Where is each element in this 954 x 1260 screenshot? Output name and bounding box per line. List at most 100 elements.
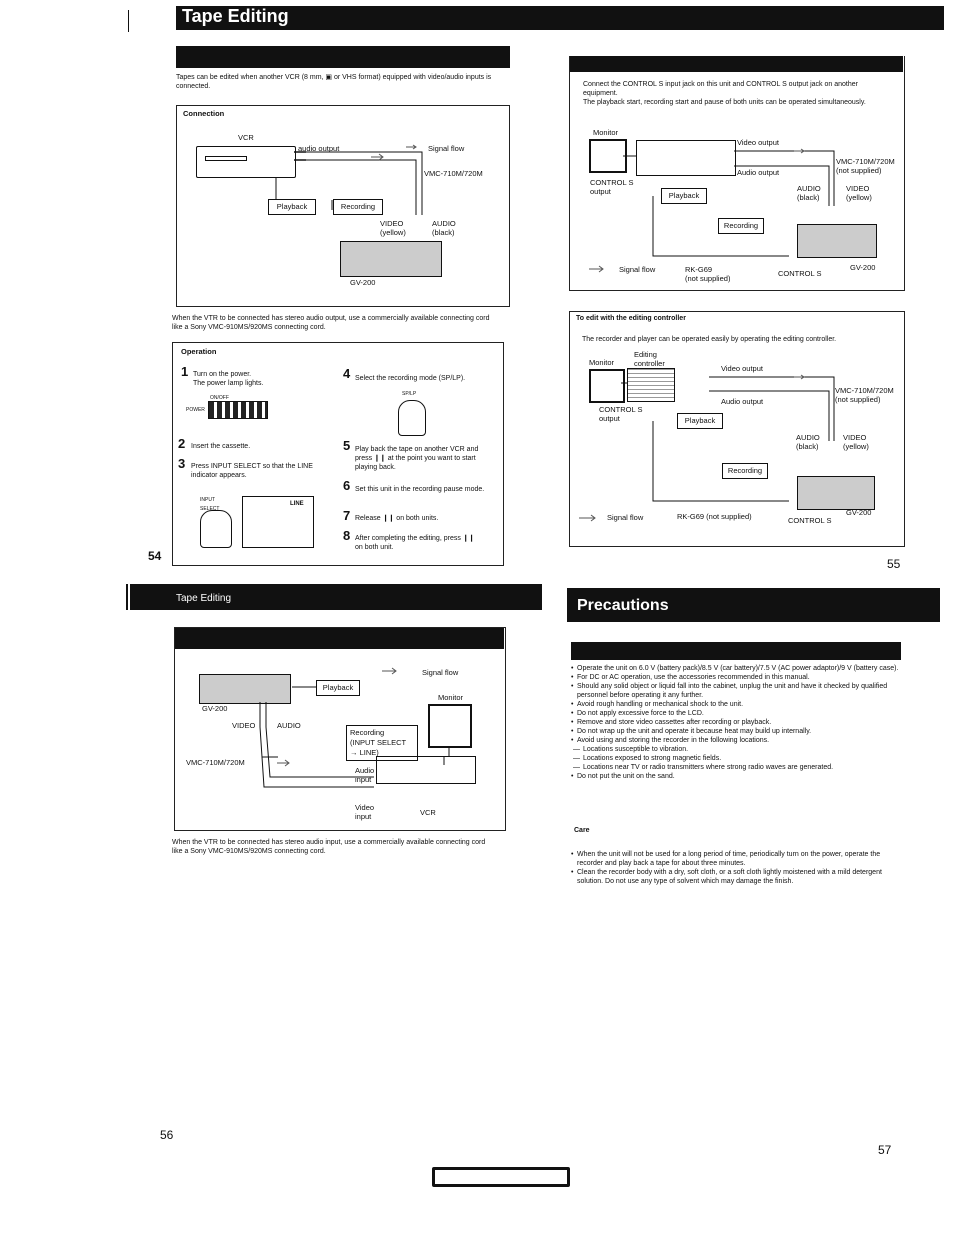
step-4-number: 4 <box>343 366 351 381</box>
power-switch-icon <box>208 401 268 419</box>
page57-header-title: Precautions <box>577 597 669 614</box>
step-7-number: 7 <box>343 508 351 523</box>
diag1-video-output-label: Video output <box>737 138 779 147</box>
sp-lp-label: SP/LP <box>402 391 417 397</box>
power-label: POWER <box>186 407 205 413</box>
editing-intro: The recorder and player can be operated … <box>582 336 837 343</box>
page57-section-bar <box>571 642 901 660</box>
page55-section-bar <box>569 56 903 72</box>
hand-press-icon-2 <box>398 400 426 436</box>
diag1-audio-output-label: Audio output <box>737 168 780 177</box>
diag54-cables <box>275 144 423 215</box>
line-indicator-label: LINE <box>290 501 304 507</box>
diag2-camcorder-icon <box>797 476 875 510</box>
diag2-control-s-output-label: CONTROL S output <box>599 405 643 423</box>
diag2-audio-output-label: Audio output <box>721 397 764 406</box>
diag2-recording-label: Recording <box>722 463 768 479</box>
care-item: When the unit will not be used for a lon… <box>571 850 901 868</box>
step-1-text: Turn on the power. The power lamp lights… <box>193 371 264 387</box>
page56-stereo-note: When the VTR to be connected has stereo … <box>172 839 486 855</box>
step-5-text: Play back the tape on another VCR and pr… <box>355 446 479 471</box>
step-5-number: 5 <box>343 438 351 453</box>
diag2-editing-controller-label: Editing controller <box>634 350 665 368</box>
diag54-vcr-label: VCR <box>238 133 254 142</box>
diag2-monitor-label: Monitor <box>589 358 615 367</box>
diag56-cable-label: VMC-710M/720M <box>186 758 245 767</box>
step-1-number: 1 <box>181 364 189 379</box>
diag54-audio-output-label: audio output <box>298 144 340 153</box>
editing-heading: To edit with the editing controller <box>576 315 686 322</box>
diag2-video-output-label: Video output <box>721 364 763 373</box>
diag2-audio-label: AUDIO (black) <box>796 433 820 451</box>
step-4-text: Select the recording mode (SP/LP). <box>355 375 466 382</box>
diag2-control-s-label: CONTROL S <box>788 516 832 525</box>
step-2-text: Insert the cassette. <box>191 443 251 450</box>
diag54-audio-label: AUDIO (black) <box>432 219 456 237</box>
diag56-playback-label: Playback <box>316 680 360 696</box>
care-item: Clean the recorder body with a dry, soft… <box>571 868 901 886</box>
diag56-monitor-icon <box>428 704 472 748</box>
page54-intro: Tapes can be edited when another VCR (8 … <box>176 74 492 90</box>
care-list: When the unit will not be used for a lon… <box>571 850 901 886</box>
diag1-camcorder-icon <box>797 224 877 258</box>
diag1-monitor-label: Monitor <box>593 128 619 137</box>
editing-controller-icon <box>627 368 675 402</box>
diag1-box <box>569 56 905 291</box>
diag54-recording-label: Recording <box>333 199 383 215</box>
precaution-item: Avoid rough handling or mechanical shock… <box>571 700 901 709</box>
precaution-item: Avoid using and storing the recorder in … <box>571 736 901 745</box>
precautions-list: Operate the unit on 6.0 V (battery pack)… <box>571 664 901 781</box>
hand-press-icon <box>200 510 232 548</box>
diag2-monitor-icon <box>589 369 625 403</box>
on-off-label: ON/OFF <box>210 395 229 401</box>
diag54-signal-flow-label: Signal flow <box>428 144 465 153</box>
vcr-device-icon <box>196 146 296 178</box>
precaution-subitem: Locations near TV or radio transmitters … <box>571 763 901 772</box>
diag56-camcorder-icon <box>199 674 291 704</box>
scan-bottom-mark <box>432 1167 570 1187</box>
step-7-text: Release ❙❙ on both units. <box>355 515 439 522</box>
diag2-cable-label: VMC-710M/720M (not supplied) <box>835 386 894 404</box>
connection-box: Connection <box>176 105 510 307</box>
precaution-item: Should any solid object or liquid fall i… <box>571 682 901 700</box>
care-heading: Care <box>574 827 590 834</box>
diag56-cables <box>259 667 450 788</box>
diag1-playback-label: Playback <box>661 188 707 204</box>
page56-diagram-box <box>174 627 506 831</box>
page56-number: 56 <box>160 1128 174 1142</box>
page54-header-title: Tape Editing <box>182 6 289 26</box>
page56-section-bar <box>174 627 504 649</box>
diag56-vcr-label: VCR <box>420 808 436 817</box>
diag1-cable-label: VMC-710M/720M (not supplied) <box>836 157 895 175</box>
page54-section-bar <box>176 46 510 68</box>
diag2-signal-flow-label: Signal flow <box>607 513 644 522</box>
diag1-unit-label: GV-200 <box>850 263 876 272</box>
step-8-number: 8 <box>343 528 351 543</box>
diag1-control-s-label: CONTROL S <box>778 269 822 278</box>
page56-header-bar: Tape Editing <box>130 584 542 610</box>
diag1-signal-flow-label: Signal flow <box>619 265 656 274</box>
scan-mark-left <box>128 10 129 32</box>
diag56-unit-label: GV-200 <box>202 704 228 713</box>
precaution-subitem: Locations exposed to strong magnetic fie… <box>571 754 901 763</box>
diag54-cable-label: VMC-710M/720M <box>424 169 483 178</box>
lcd-display-icon <box>242 496 314 548</box>
diag1-cables <box>589 148 835 273</box>
diag56-audio-label: AUDIO <box>277 721 301 730</box>
operation-heading: Operation <box>181 347 217 356</box>
page55-intro: Connect the CONTROL S input jack on this… <box>583 81 866 106</box>
diag56-video-input-label: Video input <box>355 803 375 821</box>
diag56-recording-label: Recording (INPUT SELECT → LINE) <box>346 725 418 761</box>
diag1-audio-label: AUDIO (black) <box>797 184 821 202</box>
camcorder-device-icon <box>340 241 442 277</box>
diag1-rk-label: RK-G69 (not supplied) <box>685 265 731 283</box>
diag56-vcr-icon <box>376 756 476 784</box>
precaution-item: Remove and store video cassettes after r… <box>571 718 901 727</box>
diag1-video-label: VIDEO (yellow) <box>846 184 872 202</box>
step-3-number: 3 <box>178 456 186 471</box>
precaution-item: Operate the unit on 6.0 V (battery pack)… <box>571 664 901 673</box>
diag54-unit-label: GV-200 <box>350 278 376 287</box>
page56-header-title: Tape Editing <box>176 593 232 604</box>
step-8-text: After completing the editing, press ❙❙ o… <box>355 535 475 551</box>
diag2-video-label: VIDEO (yellow) <box>843 433 869 451</box>
